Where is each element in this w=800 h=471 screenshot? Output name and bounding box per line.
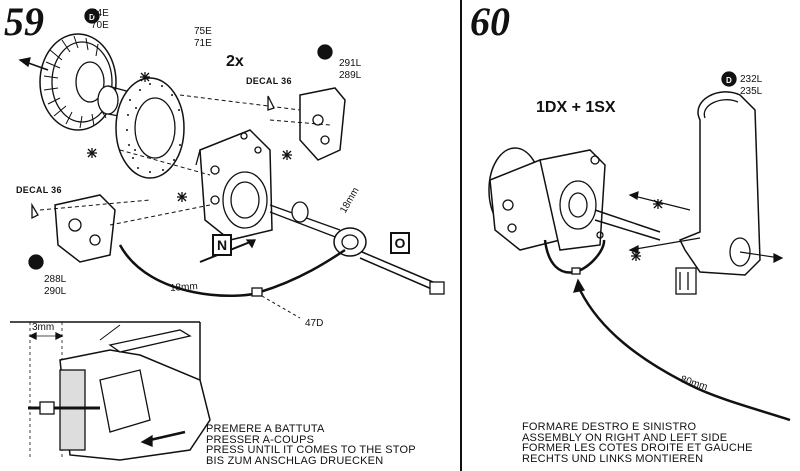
quantity-label: 2x — [226, 53, 244, 70]
instructions-59: PREMERE A BATTUTA PRESSER A-COUPS PRESS … — [206, 424, 416, 466]
part-label-75: 75E — [194, 26, 212, 37]
part-label-74: 74E — [91, 8, 109, 19]
quantity-label: 1DX + 1SX — [536, 99, 616, 116]
instructions-60: FORMARE DESTRO E SINISTRO ASSEMBLY ON RI… — [522, 422, 753, 464]
brake-fan-icon — [18, 33, 117, 131]
d-marker-icon — [28, 254, 44, 270]
hose-length-label: 18mm — [169, 281, 199, 294]
step-number-60: 60 — [470, 0, 510, 44]
decal-label: DECAL 36 — [246, 76, 292, 86]
upright-arm-part — [675, 91, 761, 295]
instruction-line: PRESSER A-COUPS — [206, 433, 315, 446]
step-number-59: 59 — [4, 0, 44, 44]
upright-block-part — [195, 129, 273, 241]
panel-divider — [460, 0, 462, 471]
decal-label: DECAL 36 — [16, 185, 62, 195]
instruction-line: FORMER LES COTES DROITE ET GAUCHE — [522, 442, 753, 454]
instruction-line: RECHTS UND LINKS MONTIEREN — [522, 452, 704, 465]
instruction-line: PREMERE A BATTUTA — [206, 423, 325, 435]
part-label-71: 71E — [194, 38, 212, 49]
d-marker-icon — [84, 8, 100, 24]
caliper-bottom-part — [54, 194, 116, 263]
d-marker-icon — [721, 71, 737, 87]
part-label-290: 290L — [44, 286, 67, 297]
instruction-line: ASSEMBLY ON RIGHT AND LEFT SIDE — [522, 431, 728, 444]
instruction-line: BIS ZUM ANSCHLAG DRUECKEN — [206, 454, 384, 467]
part-label-232: 232L — [740, 74, 763, 85]
upright-assembly-part — [488, 147, 661, 251]
part-label-289: 289L — [339, 70, 362, 81]
inset-detail — [10, 321, 211, 461]
axle-shaft-part — [269, 201, 445, 295]
part-label-70: 70E — [91, 20, 109, 31]
d-marker-letter: D — [89, 13, 95, 22]
dimension-label: 3mm — [32, 322, 55, 333]
marker-o: O — [390, 232, 410, 254]
instruction-line: PRESS UNTIL IT COMES TO THE STOP — [206, 444, 416, 456]
d-marker-letter: D — [726, 76, 732, 85]
brake-hose-18mm — [118, 244, 346, 298]
part-label-235: 235L — [740, 86, 763, 97]
part-label-291: 291L — [339, 58, 362, 69]
instruction-line: FORMARE DESTRO E SINISTRO — [522, 421, 697, 433]
asterisk-markers — [87, 72, 292, 202]
d-marker-icon — [317, 44, 333, 60]
part-label-47: 47D — [305, 318, 324, 329]
fitting-47-part — [251, 287, 301, 319]
brake-hose-80mm — [578, 289, 791, 422]
brake-disc-part — [115, 77, 185, 179]
part-label-288: 288L — [44, 274, 67, 285]
marker-n: N — [212, 234, 232, 256]
